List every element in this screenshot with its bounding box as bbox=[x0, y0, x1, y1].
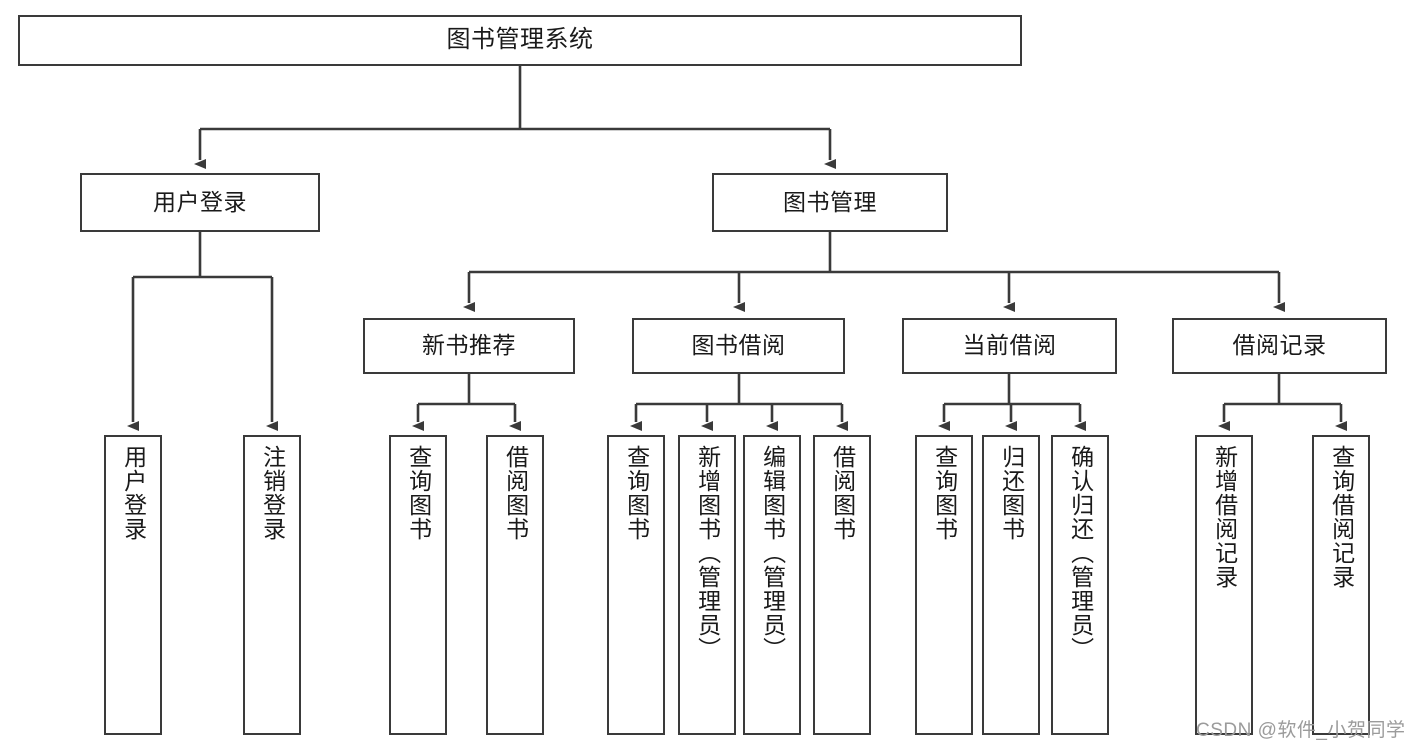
node-label: 用户登录 bbox=[120, 445, 147, 541]
node-label: 注销登录 bbox=[259, 445, 286, 541]
watermark-text: CSDN @软件_小贺同学 bbox=[1196, 720, 1405, 741]
leaf-user-login-logout[interactable]: 注销登录 bbox=[243, 435, 301, 735]
node-label: 查询图书 bbox=[931, 445, 958, 541]
node-label: 图书借阅 bbox=[691, 332, 786, 359]
node-label: 当前借阅 bbox=[962, 332, 1057, 359]
node-label: 查询图书 bbox=[623, 445, 650, 541]
node-label: 归还图书 bbox=[998, 445, 1025, 541]
leaf-user-login-login[interactable]: 用户登录 bbox=[104, 435, 162, 735]
node-borrow-records[interactable]: 借阅记录 bbox=[1172, 318, 1387, 374]
node-root-system[interactable]: 图书管理系统 bbox=[18, 15, 1022, 66]
node-label: 确认归还（管理员） bbox=[1067, 445, 1094, 661]
node-label: 查询图书 bbox=[405, 445, 432, 541]
leaf-current-return-book[interactable]: 归还图书 bbox=[982, 435, 1040, 735]
node-label: 图书管理系统 bbox=[446, 26, 594, 54]
node-label: 新增借阅记录 bbox=[1211, 445, 1238, 589]
node-current-borrow[interactable]: 当前借阅 bbox=[902, 318, 1117, 374]
node-label: 图书管理 bbox=[783, 188, 877, 215]
node-label: 查询借阅记录 bbox=[1328, 445, 1355, 589]
node-user-login[interactable]: 用户登录 bbox=[80, 173, 320, 232]
node-new-book-recommend[interactable]: 新书推荐 bbox=[363, 318, 575, 374]
node-label: 新书推荐 bbox=[422, 332, 516, 359]
leaf-borrow-query-book[interactable]: 查询图书 bbox=[607, 435, 665, 735]
node-label: 用户登录 bbox=[153, 188, 247, 215]
leaf-recommend-borrow-book[interactable]: 借阅图书 bbox=[486, 435, 544, 735]
leaf-borrow-borrow-book[interactable]: 借阅图书 bbox=[813, 435, 871, 735]
leaf-records-add-record[interactable]: 新增借阅记录 bbox=[1195, 435, 1253, 735]
leaf-current-query-book[interactable]: 查询图书 bbox=[915, 435, 973, 735]
leaf-current-confirm-return-admin[interactable]: 确认归还（管理员） bbox=[1051, 435, 1109, 735]
node-label: 新增图书（管理员） bbox=[694, 445, 721, 661]
node-label: 借阅记录 bbox=[1232, 332, 1327, 359]
node-label: 编辑图书（管理员） bbox=[759, 445, 786, 661]
node-book-borrow[interactable]: 图书借阅 bbox=[632, 318, 845, 374]
leaf-records-query-record[interactable]: 查询借阅记录 bbox=[1312, 435, 1370, 735]
leaf-borrow-add-book-admin[interactable]: 新增图书（管理员） bbox=[678, 435, 736, 735]
node-book-management[interactable]: 图书管理 bbox=[712, 173, 948, 232]
node-label: 借阅图书 bbox=[502, 445, 529, 541]
leaf-borrow-edit-book-admin[interactable]: 编辑图书（管理员） bbox=[743, 435, 801, 735]
leaf-recommend-query-book[interactable]: 查询图书 bbox=[389, 435, 447, 735]
node-label: 借阅图书 bbox=[829, 445, 856, 541]
